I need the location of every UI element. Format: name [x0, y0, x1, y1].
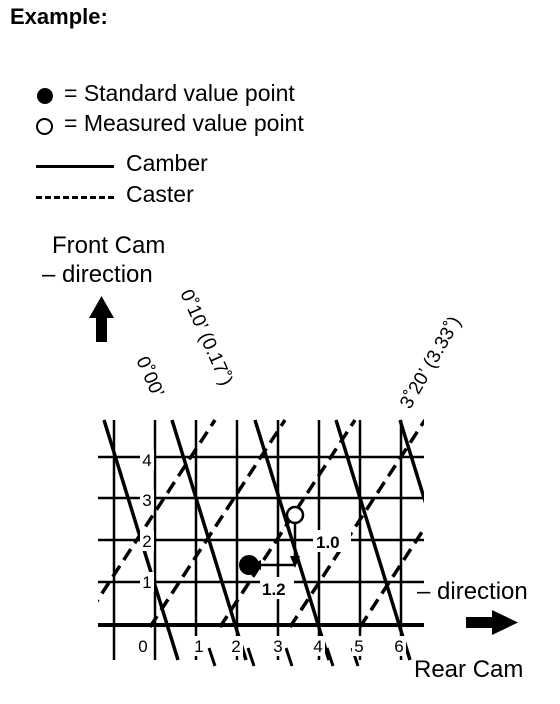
y-tick: 2	[142, 532, 151, 551]
solid-line-icon	[36, 165, 114, 168]
measured-value-point	[285, 505, 305, 525]
caster-shift-value: 1.2	[262, 580, 286, 599]
x-tick: 3	[273, 637, 282, 656]
caster-lines	[98, 419, 424, 628]
y-tick: 4	[142, 451, 151, 470]
x-tick: 5	[354, 637, 363, 656]
legend-standard: = Standard value point	[64, 80, 295, 106]
diagonal-label-three-twenty: 3˚20’ (3.33˚)	[396, 313, 466, 413]
y-tick: 1	[142, 573, 151, 592]
x-tick: 1	[194, 637, 203, 656]
rear-cam-direction: – direction	[417, 578, 528, 605]
legend-camber: Camber	[126, 150, 208, 176]
open-dot-icon	[36, 118, 53, 135]
front-cam-label: Front Cam	[52, 232, 166, 259]
y-ticks: 1 2 3 4	[140, 450, 154, 592]
y-tick: 3	[142, 491, 151, 510]
up-arrow-icon	[89, 296, 114, 342]
front-cam-direction: – direction	[42, 261, 153, 288]
legend-measured: = Measured value point	[64, 110, 304, 136]
standard-value-point	[239, 555, 259, 575]
x-tick: 4	[313, 637, 322, 656]
rear-cam-label: Rear Cam	[414, 656, 524, 683]
diagonal-label-ten: 0˚10’ (0.17˚)	[175, 286, 236, 388]
x-ticks: 0 1 2 3 4 5 6	[136, 636, 406, 656]
right-arrow-icon	[466, 610, 518, 635]
page-title: Example:	[10, 4, 108, 29]
diagonal-label-zero: 0˚00’	[131, 353, 167, 400]
x-tick: 2	[231, 637, 240, 656]
camber-shift-value: 1.0	[316, 533, 340, 552]
x-tick: 0	[138, 637, 147, 656]
legend-caster: Caster	[126, 181, 194, 207]
x-tick: 6	[394, 637, 403, 656]
dashed-line-icon	[36, 196, 114, 199]
filled-dot-icon	[37, 88, 53, 104]
